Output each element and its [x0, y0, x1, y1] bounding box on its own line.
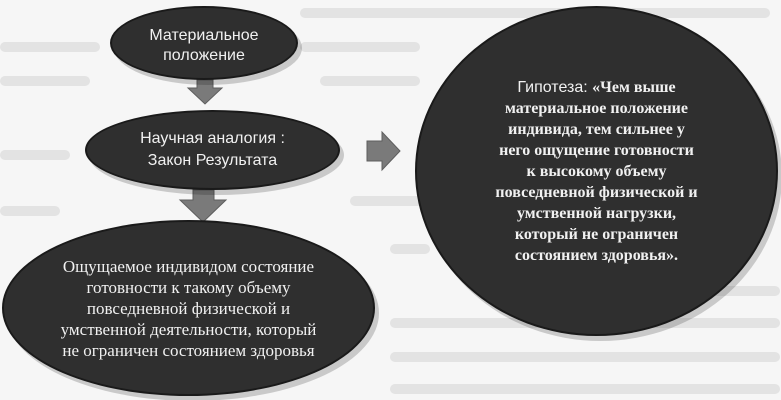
node-analogy-line1: Научная аналогия : — [140, 130, 285, 147]
node-scientific-analogy: Научная аналогия : Закон Результата — [85, 110, 340, 190]
node-hypothesis: Гипотеза: «Чем выше материальное положен… — [415, 6, 778, 336]
hypothesis-label: Гипотеза: — [517, 78, 593, 96]
right-arrow — [366, 130, 401, 172]
down-arrow-2 — [178, 189, 228, 223]
node-analogy-line2: Закон Результата — [147, 152, 278, 169]
down-arrow-1 — [186, 79, 224, 105]
node-material-status: Материальное положение — [110, 6, 298, 80]
node-material-status-label: Материальное положение — [149, 27, 259, 64]
node-perceived-readiness: Ощущаемое индивидом состояние готовности… — [2, 220, 375, 396]
node-perceived-readiness-label: Ощущаемое индивидом состояние готовности… — [60, 256, 317, 360]
hypothesis-text: «Чем выше материальное положение индивид… — [495, 78, 698, 264]
